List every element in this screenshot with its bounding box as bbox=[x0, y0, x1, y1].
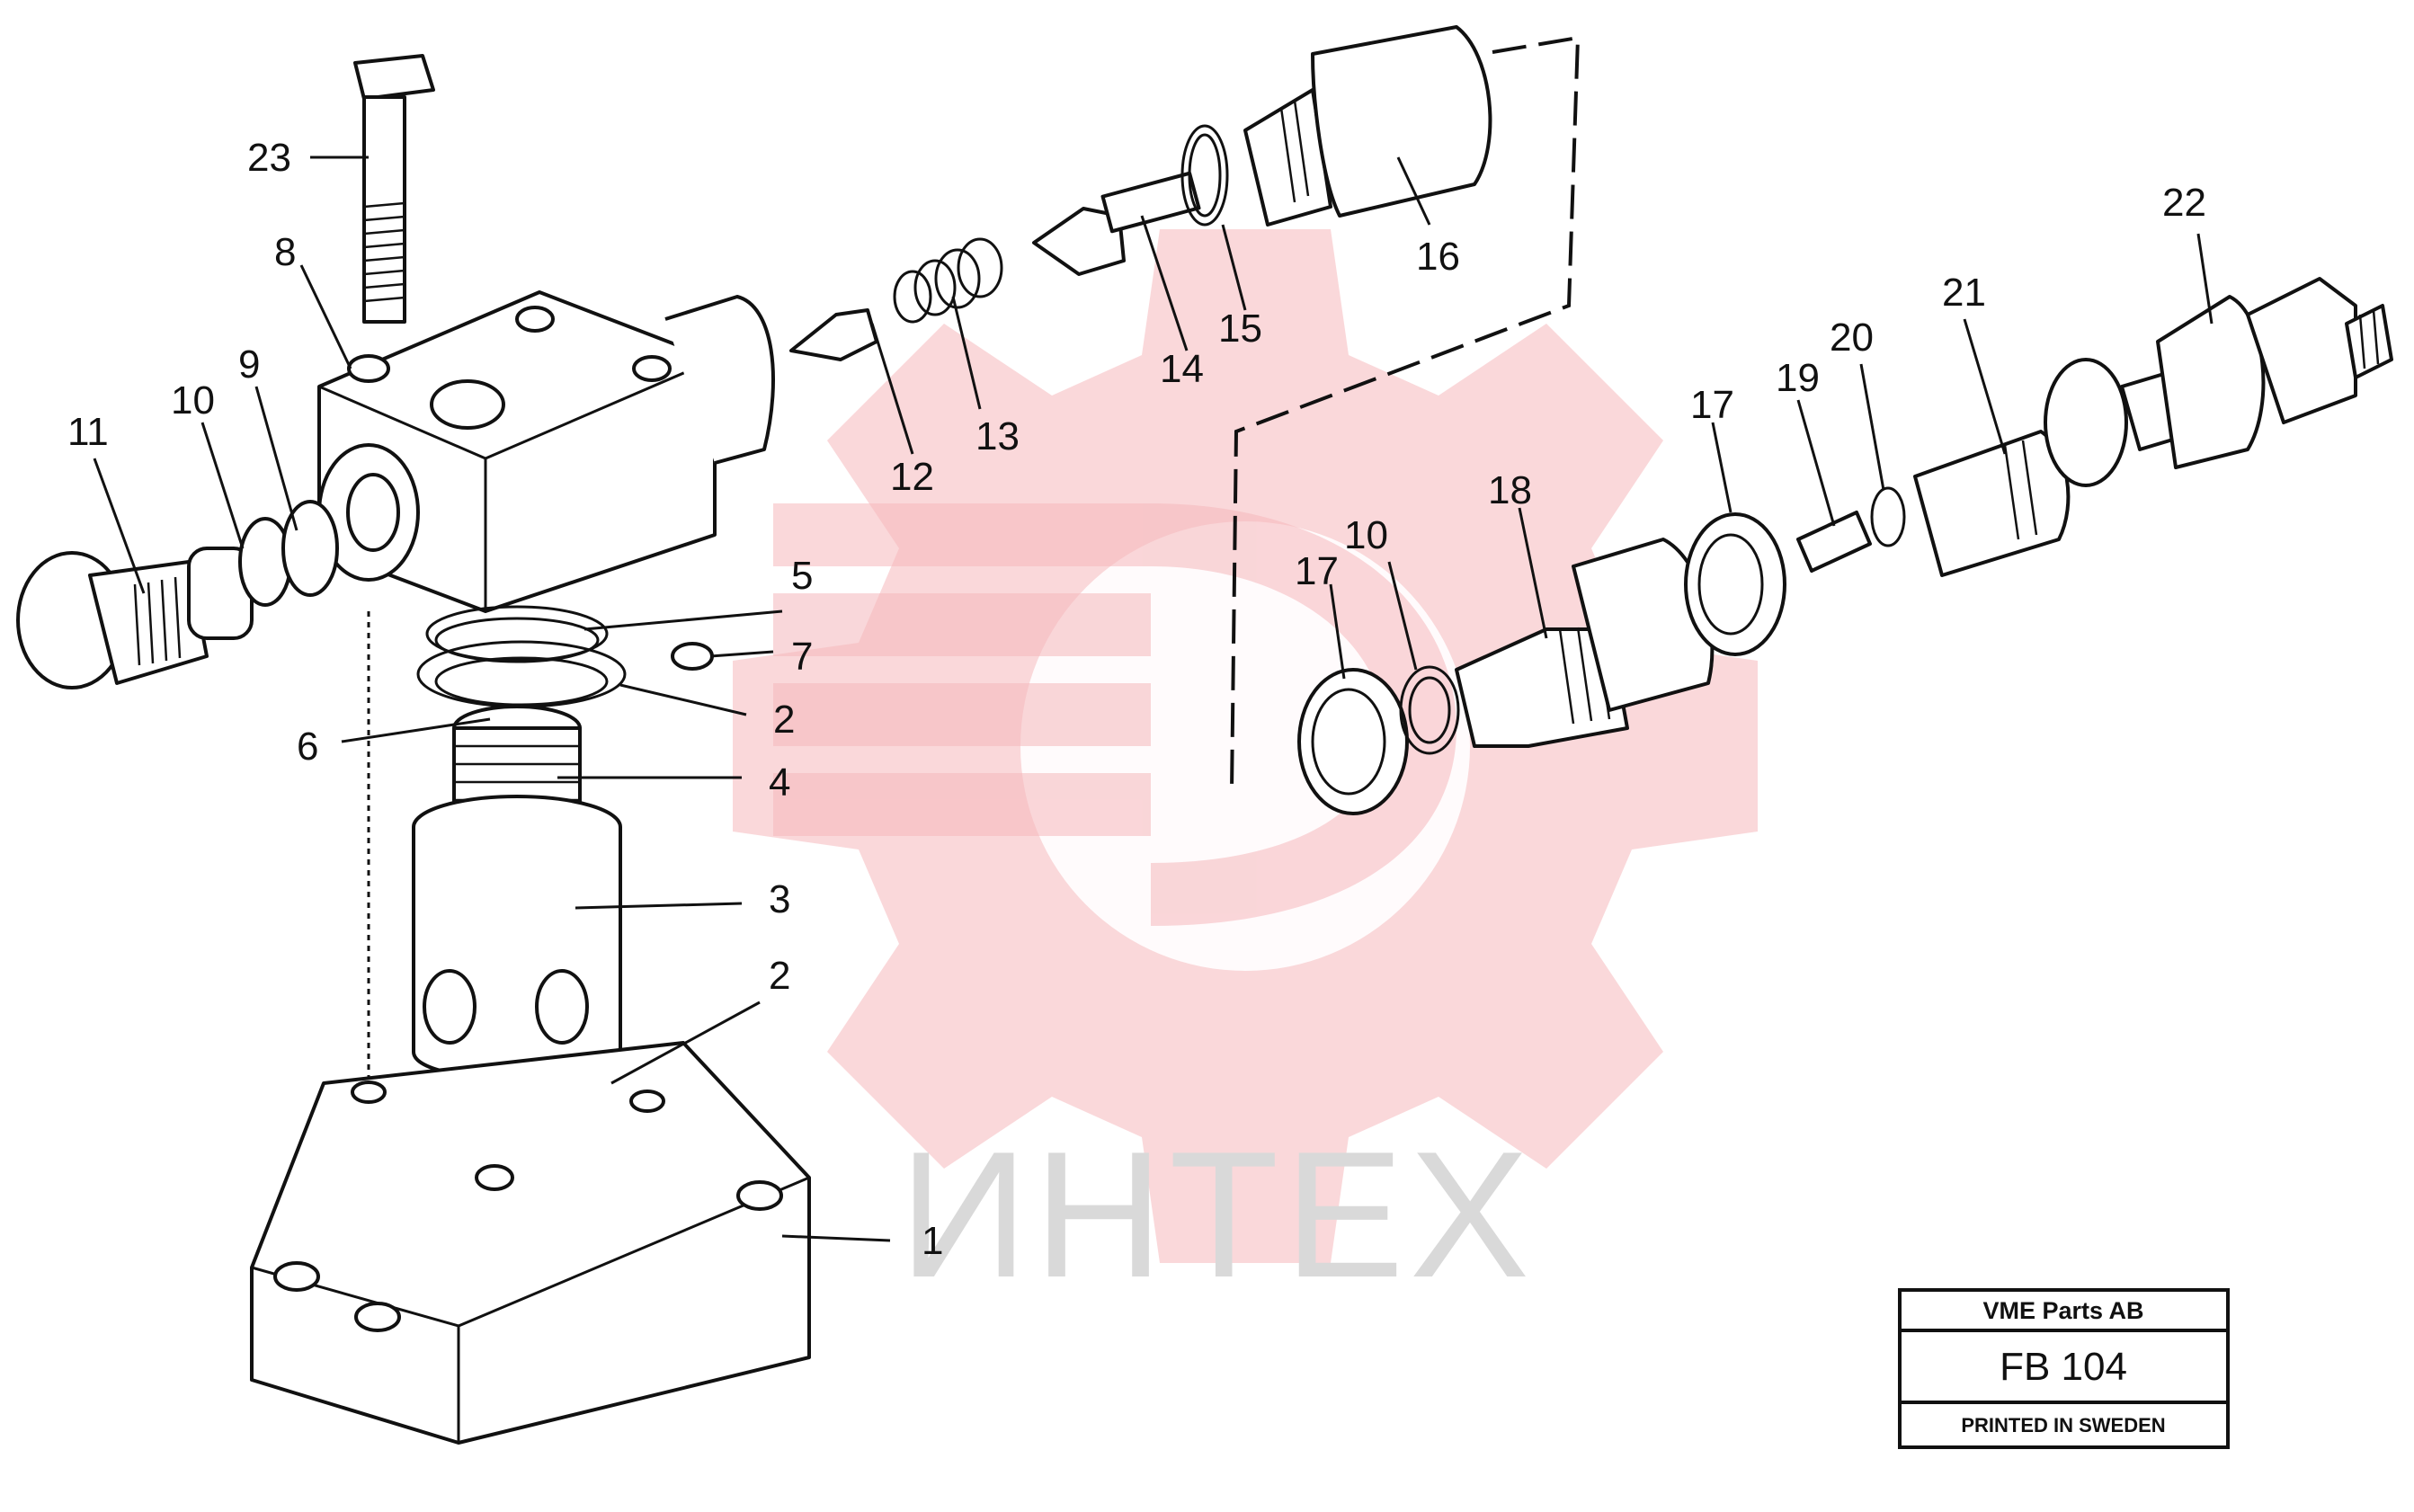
callout-9: 9 bbox=[238, 342, 260, 387]
callout-8: 8 bbox=[274, 230, 296, 274]
callout-10-right: 10 bbox=[1344, 513, 1388, 557]
callout-18: 18 bbox=[1488, 468, 1532, 512]
callout-11: 11 bbox=[67, 410, 109, 454]
base-housing-1 bbox=[250, 1041, 811, 1445]
title-block: VME Parts AB FB 104 PRINTED IN SWEDEN bbox=[1898, 1288, 2230, 1449]
title-block-printed: PRINTED IN SWEDEN bbox=[1961, 1414, 2165, 1436]
callout-19: 19 bbox=[1776, 356, 1820, 400]
gear-logo-icon bbox=[733, 229, 1758, 1263]
callout-13: 13 bbox=[975, 414, 1020, 458]
callout-2-upper: 2 bbox=[773, 698, 795, 742]
fitting-assembly bbox=[1297, 277, 2393, 815]
callout-15: 15 bbox=[1218, 307, 1262, 351]
callout-5: 5 bbox=[791, 554, 813, 598]
callout-1: 1 bbox=[922, 1219, 943, 1263]
watermark-text: ИНТЕХ bbox=[899, 1115, 1535, 1315]
callout-6: 6 bbox=[297, 725, 318, 769]
callout-20: 20 bbox=[1830, 316, 1874, 360]
cartridge-3-4 bbox=[412, 705, 622, 1081]
callout-23: 23 bbox=[247, 136, 291, 180]
callout-2-lower: 2 bbox=[769, 954, 790, 998]
title-block-code: FB 104 bbox=[2000, 1345, 2127, 1389]
callout-10-left: 10 bbox=[171, 378, 215, 422]
callout-4: 4 bbox=[769, 760, 790, 805]
plug-assembly-left bbox=[16, 500, 339, 689]
callout-16: 16 bbox=[1416, 235, 1460, 279]
assembly-boundary bbox=[1230, 35, 1581, 792]
callout-7: 7 bbox=[791, 635, 813, 679]
callout-12: 12 bbox=[890, 455, 934, 499]
callout-17-right: 17 bbox=[1690, 383, 1734, 427]
callout-21: 21 bbox=[1942, 271, 1986, 315]
callout-17-left: 17 bbox=[1295, 549, 1339, 593]
bolt-23 bbox=[353, 54, 435, 324]
callout-22: 22 bbox=[2162, 181, 2206, 225]
callout-3: 3 bbox=[769, 877, 790, 921]
pilot-assembly bbox=[789, 25, 1492, 361]
callout-14: 14 bbox=[1160, 347, 1204, 391]
callout-labels: 23 8 9 10 11 5 7 2 6 4 3 2 1 12 13 14 15… bbox=[67, 136, 2206, 1263]
title-block-company: VME Parts AB bbox=[1982, 1297, 2143, 1324]
valve-block-8 bbox=[317, 290, 775, 613]
leader-lines bbox=[93, 156, 2214, 1242]
